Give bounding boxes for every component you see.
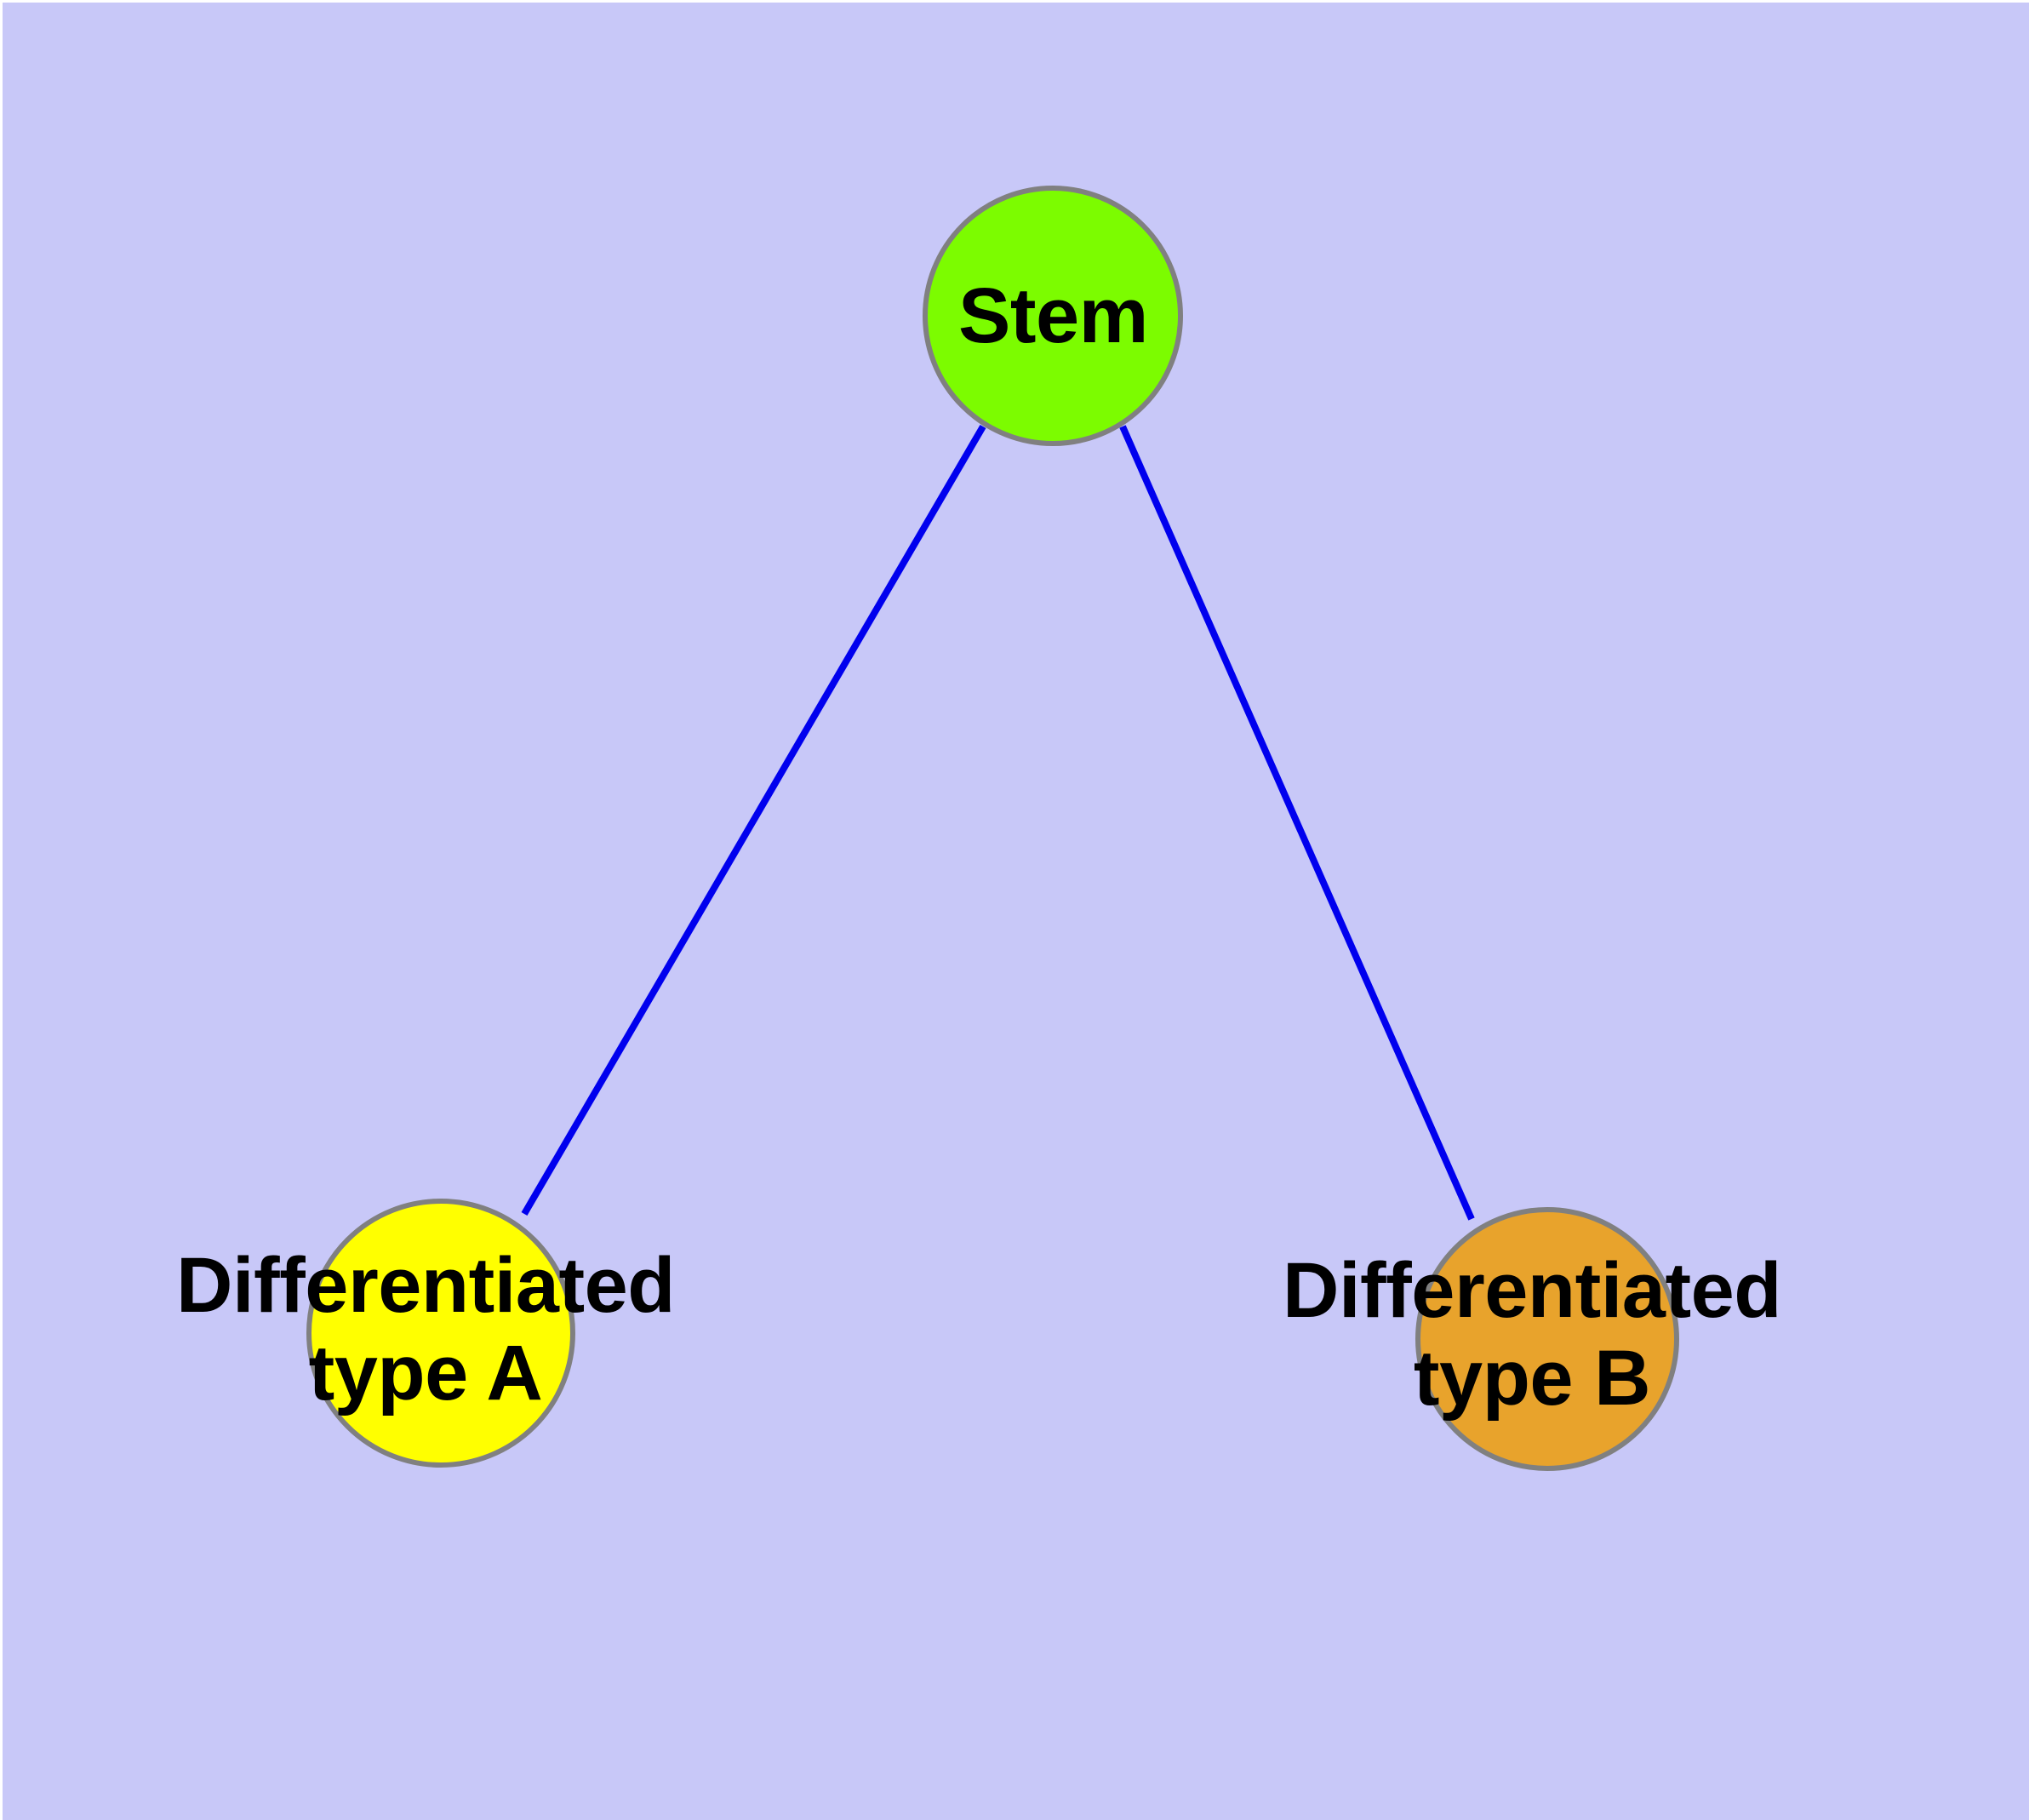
node-stem[interactable] [923,186,1183,446]
node-diff_b[interactable] [1415,1207,1679,1471]
edge-stem-to-diff-a[interactable] [521,424,986,1216]
edge-stem-to-diff-b[interactable] [1119,425,1475,1221]
node-diff_a[interactable] [306,1199,575,1468]
